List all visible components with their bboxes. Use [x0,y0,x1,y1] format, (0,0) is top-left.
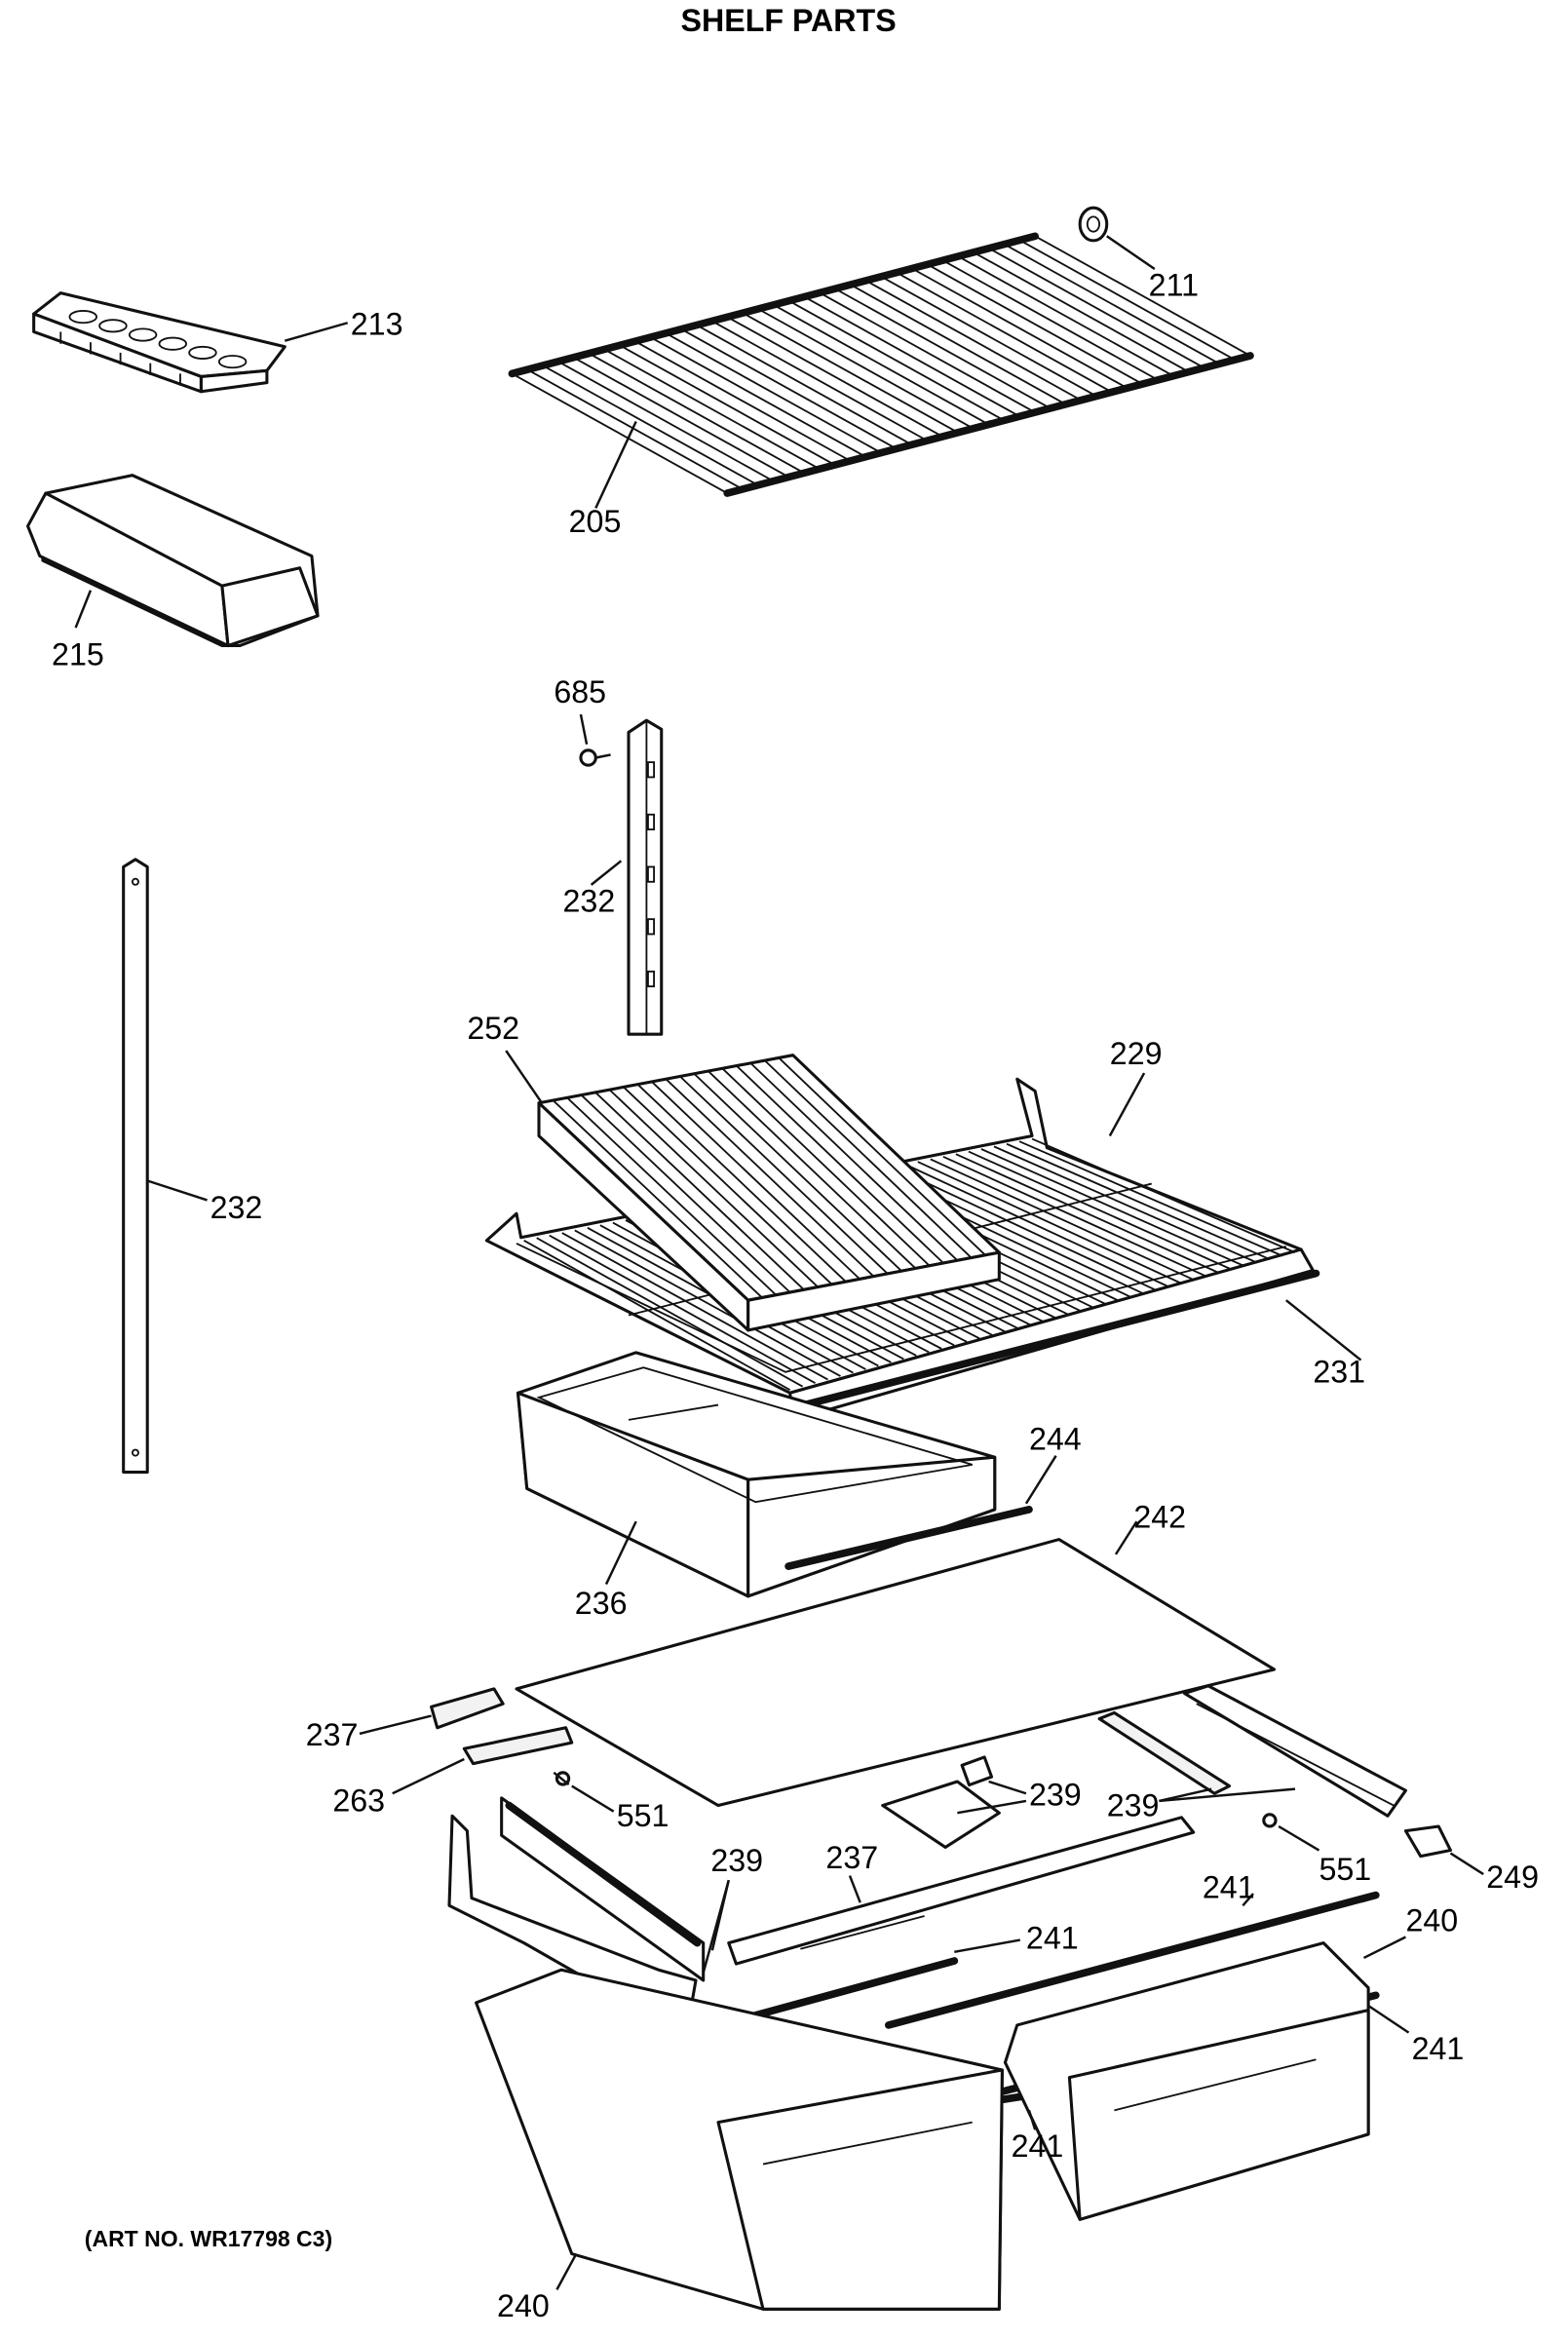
glass-panel-242 [515,1538,1277,1808]
label-241-upper-right: 241 [1203,1870,1255,1905]
label-240-right: 240 [1405,1902,1458,1937]
label-685: 685 [554,674,606,709]
label-239-lower: 239 [710,1843,763,1878]
drawer-trim-244 [784,1506,1033,1570]
door-bin-215 [25,474,320,648]
label-232-center: 232 [563,883,616,918]
screw-685 [579,748,611,767]
label-232-left: 232 [210,1190,263,1225]
screw-551-left [553,1771,571,1786]
label-252: 252 [467,1011,519,1046]
label-237-left: 237 [306,1717,359,1752]
support-237-lower [727,1816,1196,1966]
label-242: 242 [1133,1499,1186,1534]
label-237-lower: 237 [825,1840,878,1875]
label-241-right: 241 [1412,2031,1465,2066]
label-240-bottom: 240 [497,2288,550,2323]
drawer-pan-240-right [1003,1941,1370,2221]
drawer-pan-240-left [475,1968,1004,2311]
label-213: 213 [351,307,403,342]
label-211: 211 [1149,268,1199,303]
label-239-center: 239 [1029,1778,1082,1813]
label-205: 205 [569,504,622,539]
shelf-ladder-232-center [627,718,664,1036]
shelf-cap-211 [1078,206,1109,243]
label-249: 249 [1486,1860,1539,1895]
label-551-right: 551 [1319,1852,1372,1887]
crisper-cover-252 [537,1054,1001,1332]
label-241-bottom: 241 [1012,2128,1064,2164]
label-231: 231 [1313,1355,1365,1390]
shelf-trim-231 [788,1269,1320,1412]
clip-249 [1403,1824,1452,1859]
wire-shelf-205 [508,232,1254,497]
label-215: 215 [52,636,104,671]
art-number: (ART NO. WR17798 C3) [85,2226,332,2251]
diagram-title: SHELF PARTS [681,3,897,38]
leader-lines [74,235,1484,2290]
label-229: 229 [1110,1036,1163,1071]
label-241-center: 241 [1026,1921,1079,1956]
egg-tray-213 [32,291,287,394]
shelf-ladder-232-left [122,858,149,1475]
support-237-left [430,1687,505,1730]
label-244: 244 [1029,1422,1082,1457]
label-263: 263 [332,1783,385,1819]
rails-239-right [1097,1684,1407,1818]
screw-551-right [1262,1813,1278,1828]
label-551-left: 551 [617,1798,669,1833]
support-263 [462,1726,574,1766]
part-labels: 211 213 205 215 685 232 232 252 229 231 … [52,268,1539,2323]
crisper-drawer-236 [516,1351,997,1598]
brackets-239-center [881,1755,1001,1849]
bracket-assembly-239-left [447,1796,706,2008]
label-236: 236 [575,1586,628,1621]
label-239-right: 239 [1107,1787,1160,1822]
